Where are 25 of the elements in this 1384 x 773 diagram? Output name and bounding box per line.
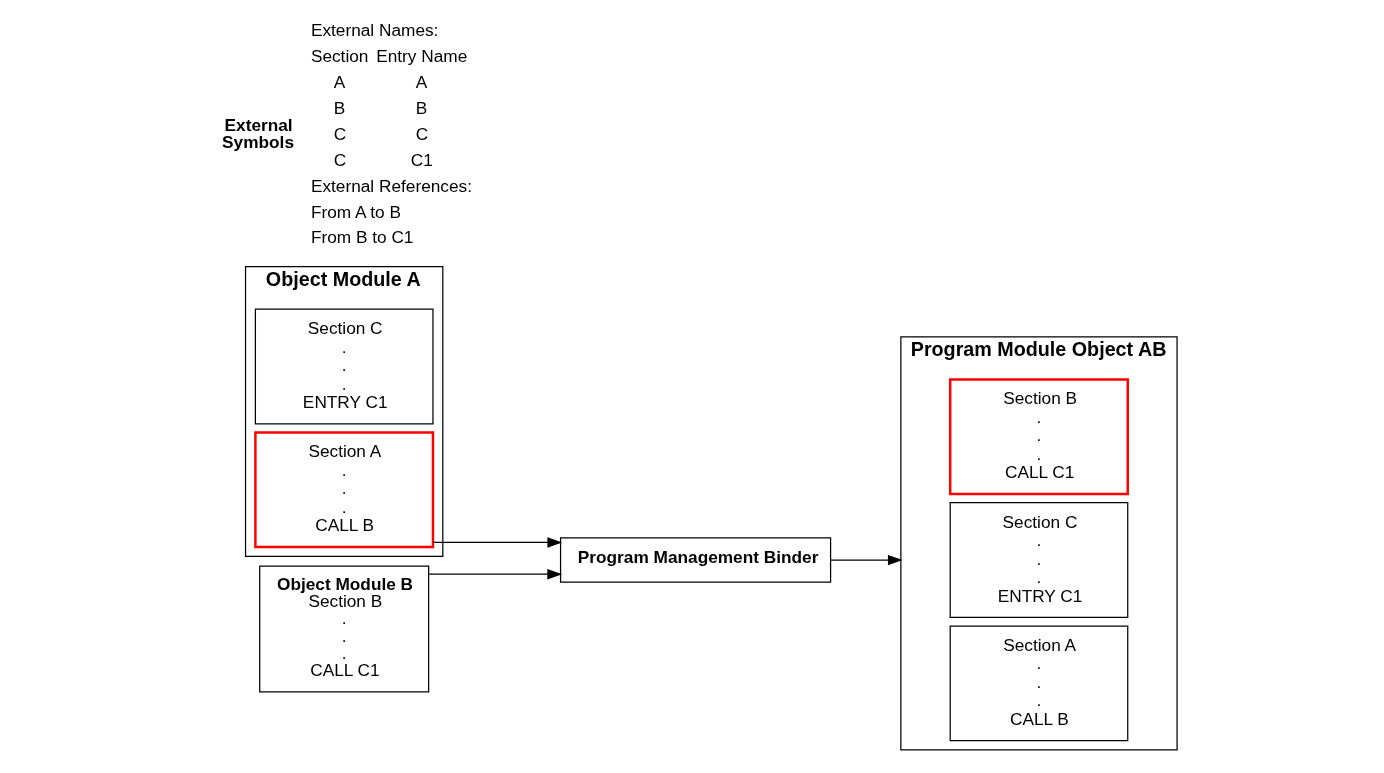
node-box: Program Management Binder: [559, 537, 831, 583]
node-box: Section A . . . CALL B: [253, 431, 434, 549]
node-box: Section C . . . ENTRY C1: [254, 308, 434, 425]
node-box: Section A . . . CALL B: [949, 625, 1128, 742]
arrow: [829, 554, 903, 566]
label: C: [415, 123, 428, 144]
label: A: [333, 72, 345, 93]
label: Entry Name: [375, 46, 467, 67]
label: External References:: [310, 175, 472, 196]
label: Section: [310, 46, 368, 67]
label: B: [415, 97, 427, 118]
arrow: [432, 537, 562, 548]
label: From B to C1: [310, 227, 413, 248]
label: C: [333, 123, 346, 144]
arrow: [427, 569, 562, 580]
label: B: [333, 97, 345, 118]
node-box: Object Module B Section B . . . CALL C1: [258, 565, 429, 693]
label: C: [333, 149, 346, 170]
node-box: Section B . . . CALL C1: [948, 378, 1129, 496]
label: External Symbols: [221, 114, 294, 152]
label: C1: [410, 149, 433, 170]
label: External Names:: [310, 20, 438, 41]
label: A: [415, 72, 427, 93]
node-box: Section C . . . ENTRY C1: [949, 502, 1128, 618]
label: From A to B: [310, 201, 401, 222]
